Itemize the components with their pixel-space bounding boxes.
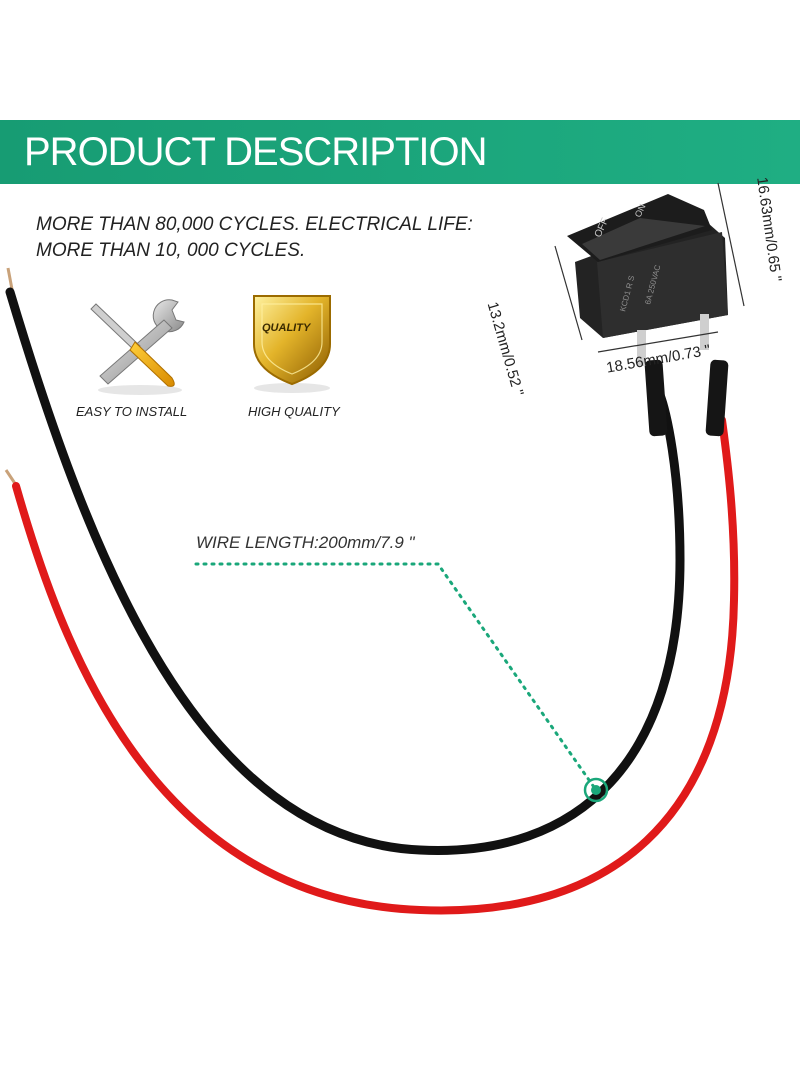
feature-label-high-quality: HIGH QUALITY: [248, 404, 340, 419]
page-title: PRODUCT DESCRIPTION: [24, 130, 488, 174]
red-wire: [12, 416, 739, 915]
depth-dimension-line: [717, 182, 745, 307]
wire-length-marker: [583, 777, 609, 803]
rocker-switch: KCD1 R S 6A 250VAC: [567, 194, 728, 366]
width-dimension-line: [597, 331, 719, 353]
header-banner: [0, 120, 800, 184]
wire-length-pointer: [194, 562, 598, 792]
wrench-screwdriver-icon: [90, 299, 185, 395]
black-sleeve-left: [644, 359, 668, 437]
quality-badge-text: QUALITY: [262, 322, 311, 334]
shield-badge-icon: [253, 295, 331, 393]
feature-label-easy-install: EASY TO INSTALL: [76, 404, 188, 419]
black-sleeve-right: [705, 359, 729, 437]
black-wire: [5, 287, 685, 855]
wire-length-label: WIRE LENGTH:200mm/7.9 ": [196, 533, 415, 552]
description-text: MORE THAN 80,000 CYCLES. ELECTRICAL LIFE…: [36, 214, 473, 261]
height-dimension-line: [554, 245, 583, 341]
